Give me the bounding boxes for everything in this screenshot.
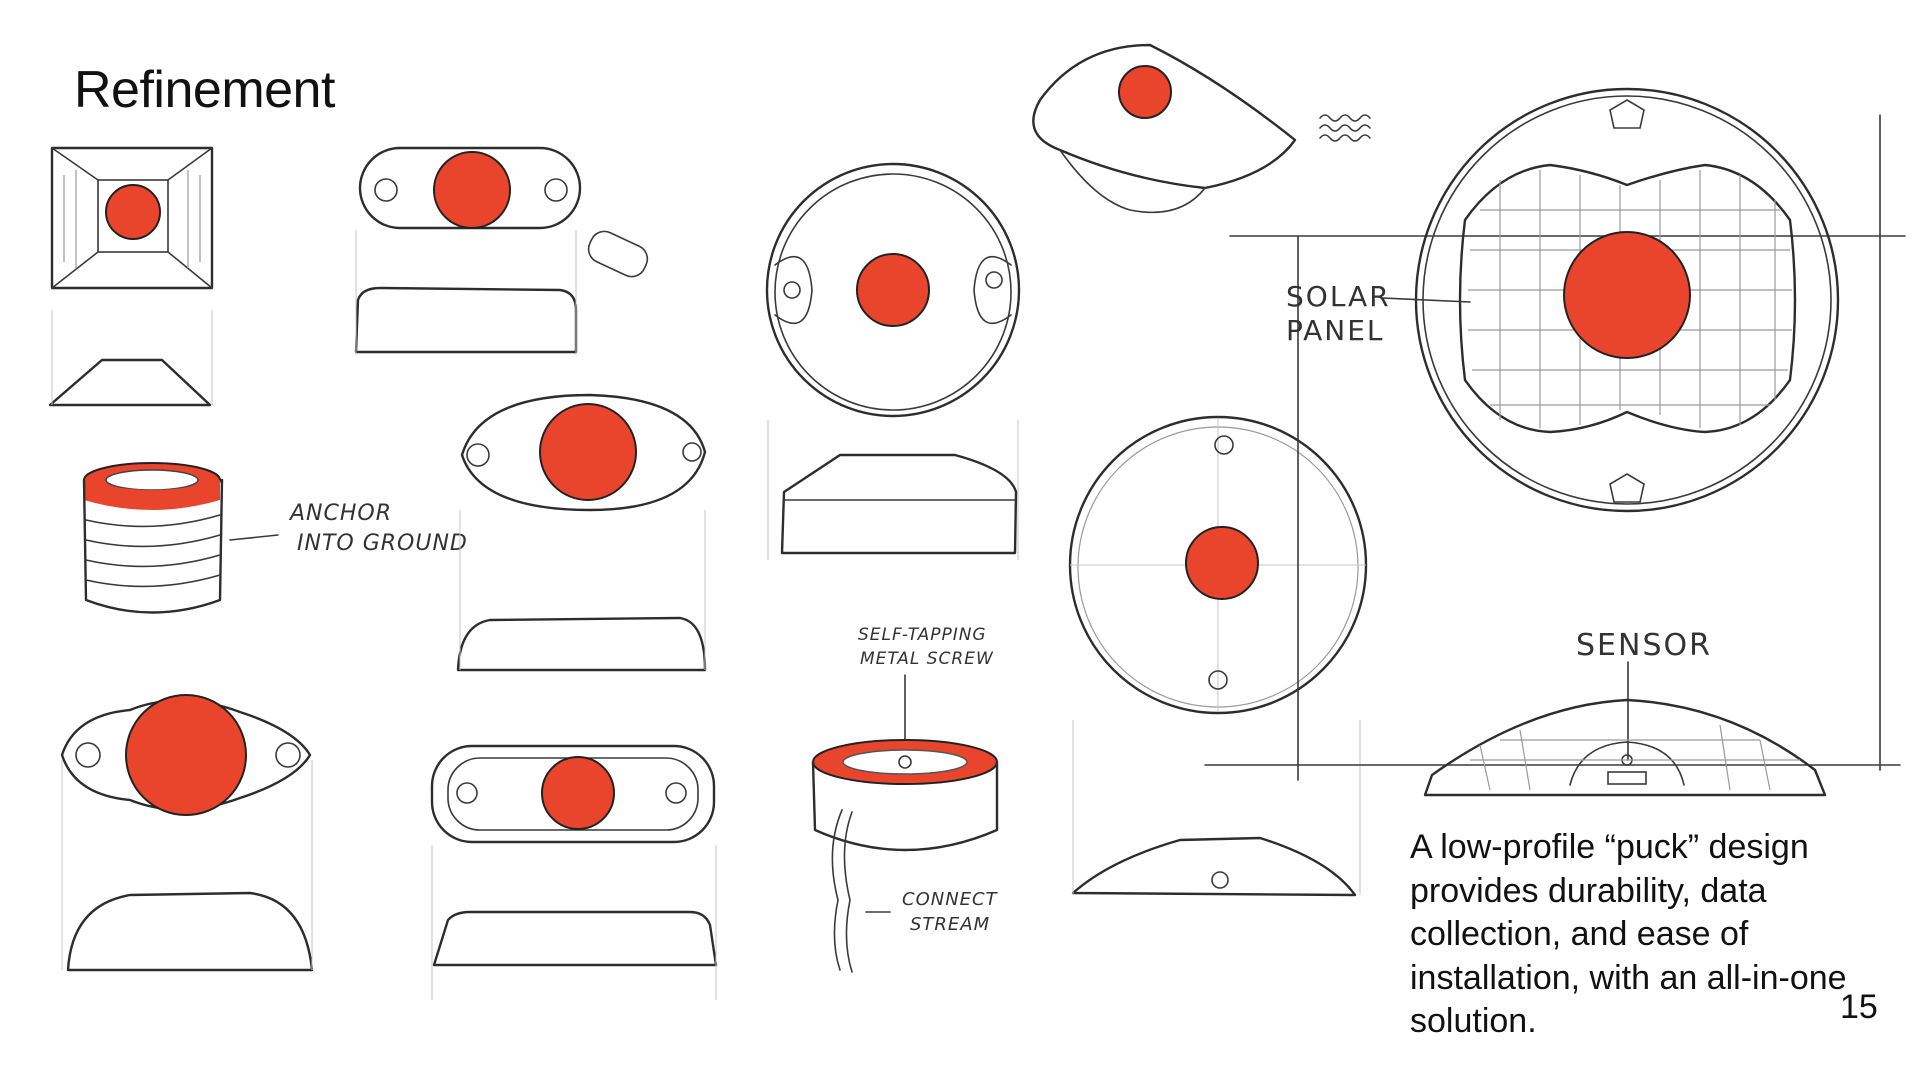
sketch-anchor: ANCHOR INTO GROUND [82,462,468,614]
sketch-3d-puck [1032,43,1371,214]
sketch-flat-disc-top [1068,415,1368,715]
solar-label-line2: PANEL [1286,314,1384,347]
sketch-diamond-side [61,760,314,972]
sketch-long-capsule-side [431,845,718,1000]
page-number: 15 [1840,988,1878,1026]
sketch-oval-top [460,393,707,512]
final-design-side: SENSOR [1423,628,1827,797]
solar-label-line1: SOLAR [1286,280,1391,313]
sketch-capsule-side [354,230,578,355]
sketch-capsule-top [358,146,649,278]
sketch-square-side [48,310,213,407]
screw-label-line1: SELF-TAPPING [858,625,987,645]
sketch-oval-side [456,510,707,672]
anchor-label-line1: ANCHOR [288,501,392,526]
sketch-round-tab-side [767,420,1019,560]
sketch-long-capsule-top [430,744,716,844]
sketch-flat-disc-side [1071,720,1361,897]
slide-title: Refinement [74,61,335,119]
sketch-square-top [50,146,214,290]
slide-caption: A low-profile “puck” design provides dur… [1410,828,1847,1040]
sketch-diamond-top [60,694,312,816]
sketch-screw-puck: SELF-TAPPING METAL SCREW CONNECT STREAM [811,625,999,973]
screw-label-line2: METAL SCREW [860,649,994,669]
final-design-top: SOLAR PANEL [1204,87,1906,781]
sensor-label: SENSOR [1576,628,1712,663]
anchor-label-line2: INTO GROUND [297,531,468,556]
sketch-round-tab-top [765,162,1021,418]
connect-label-line1: CONNECT [902,889,999,910]
connect-label-line2: STREAM [910,914,990,935]
